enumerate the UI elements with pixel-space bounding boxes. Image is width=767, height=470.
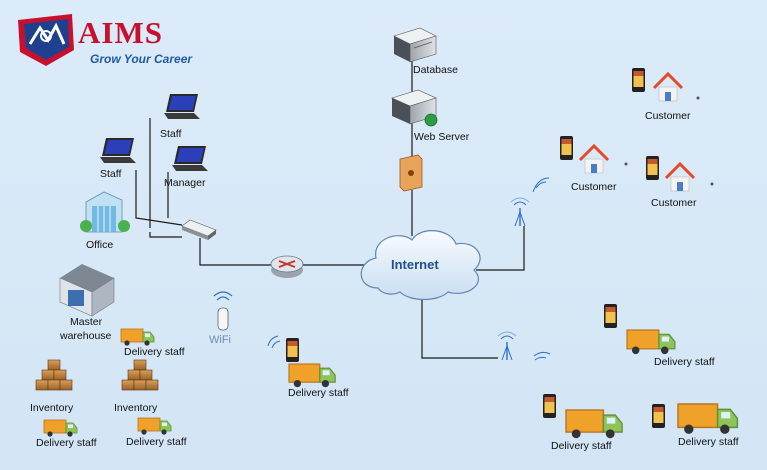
- inventory-2-label: Inventory: [114, 402, 158, 414]
- firewall-icon: [399, 154, 423, 192]
- delivery-1-label: Delivery staff: [124, 346, 185, 358]
- web-server-label: Web Server: [414, 131, 470, 143]
- delivery-7-label: Delivery staff: [678, 436, 739, 448]
- database-label: Database: [413, 64, 458, 76]
- internet-cloud-icon: [360, 230, 481, 301]
- web-server-icon: [391, 89, 438, 127]
- brand-tagline: Grow Your Career: [90, 52, 193, 66]
- staff-left-label: Staff: [100, 168, 122, 180]
- customer-2-icon: [560, 136, 628, 175]
- master-warehouse-label-1: Master: [70, 316, 103, 328]
- logo-icon: [18, 14, 74, 66]
- database-server-icon: [393, 27, 437, 63]
- delivery-2-label: Delivery staff: [36, 437, 97, 449]
- delivery-4-icon: [286, 338, 336, 388]
- inventory-2-boxes-icon: [121, 359, 159, 391]
- delivery-3-label: Delivery staff: [126, 436, 187, 448]
- delivery-5-icon: [604, 304, 676, 355]
- delivery-truck-3-icon: [137, 417, 172, 436]
- network-switch-icon: [181, 219, 217, 240]
- customer-2-label: Customer: [571, 181, 617, 193]
- cell-tower-bottom-icon: [497, 331, 517, 361]
- office-label: Office: [86, 239, 114, 251]
- staff-laptop-top-icon: [164, 94, 200, 119]
- cell-tower-top-icon: [510, 197, 530, 227]
- customer-1-label: Customer: [645, 110, 691, 122]
- delivery-truck-1-icon: [120, 328, 155, 347]
- brand-name: AIMS: [78, 15, 163, 50]
- manager-laptop-icon: [172, 146, 208, 171]
- delivery-7-icon: [652, 403, 739, 435]
- master-warehouse-icon: [59, 264, 115, 317]
- router-icon: [270, 255, 304, 278]
- office-building-icon: [80, 191, 130, 233]
- delivery-5-label: Delivery staff: [654, 356, 715, 368]
- manager-label: Manager: [164, 177, 206, 189]
- delivery-6-label: Delivery staff: [551, 440, 612, 452]
- staff-top-label: Staff: [160, 128, 182, 140]
- inventory-1-label: Inventory: [30, 402, 74, 414]
- delivery-4-label: Delivery staff: [288, 387, 349, 399]
- wifi-antenna-icon: [213, 291, 233, 331]
- wifi-label: WiFi: [209, 334, 231, 346]
- customer-3-icon: [646, 156, 714, 193]
- delivery-truck-2-icon: [43, 419, 78, 438]
- customer-1-icon: [632, 68, 700, 103]
- staff-laptop-left-icon: [100, 138, 136, 163]
- signal-waves-icon: [267, 177, 551, 361]
- delivery-6-icon: [543, 394, 623, 440]
- internet-label: Internet: [391, 257, 439, 272]
- connection-lines: [135, 60, 525, 359]
- master-warehouse-label-2: warehouse: [60, 330, 112, 342]
- customer-3-label: Customer: [651, 197, 697, 209]
- inventory-1-boxes-icon: [35, 359, 73, 391]
